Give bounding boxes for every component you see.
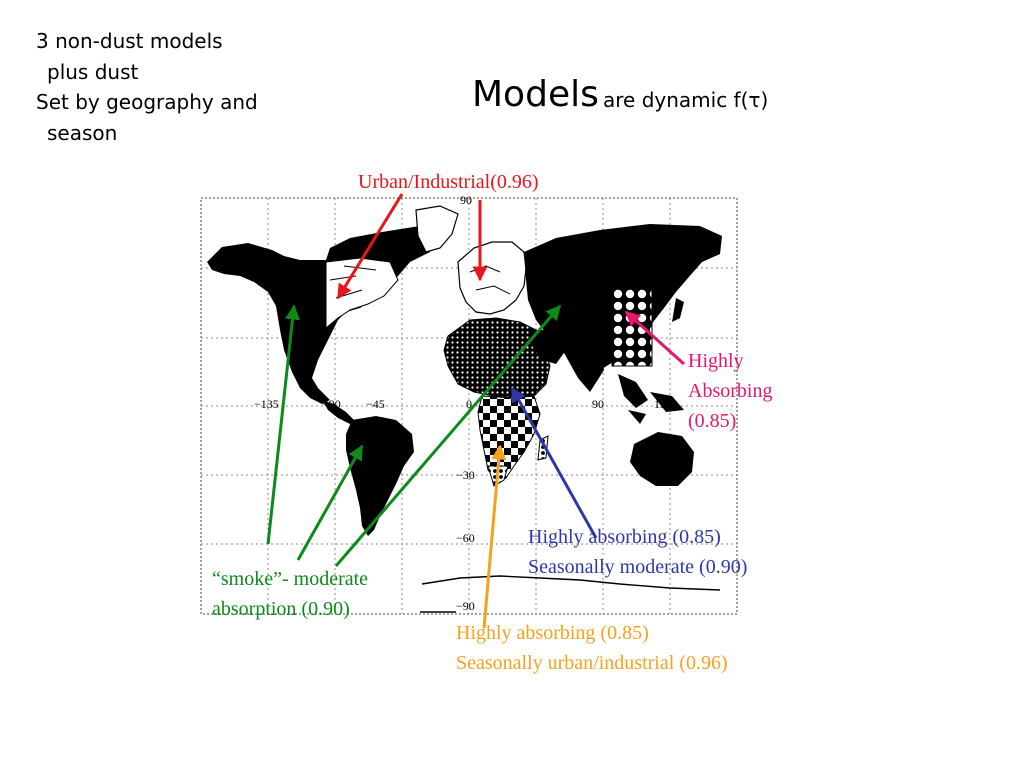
south-america xyxy=(346,416,414,536)
arrow-smoke-south-america xyxy=(296,444,364,561)
tick-lon-135: 135 xyxy=(654,397,672,411)
southeast-asia xyxy=(618,374,684,424)
notes-line-1: 3 non-dust models xyxy=(36,29,223,53)
antarctica xyxy=(421,575,721,591)
tick-lat-30s: −30 xyxy=(456,468,475,482)
tick-lon-m90: −90 xyxy=(322,397,341,411)
arrow-smoke-north-america xyxy=(266,304,300,545)
notes-line-3: Set by geography and xyxy=(36,90,258,114)
japan xyxy=(672,298,684,322)
madagascar xyxy=(537,435,549,461)
arrow-africa-south xyxy=(482,444,507,629)
label-highly-absorbing-east-l2: Absorbing xyxy=(688,380,772,402)
notes-line-2: plus dust xyxy=(47,59,139,84)
europe xyxy=(457,241,527,315)
greenland xyxy=(415,205,459,253)
continents xyxy=(207,205,722,613)
label-smoke-l2: absorption (0.90) xyxy=(212,598,350,620)
east-asia-absorbing-region xyxy=(611,285,653,367)
label-africa-north-l1: Highly absorbing (0.85) xyxy=(528,526,721,548)
central-america xyxy=(322,400,354,424)
label-smoke-l1: “smoke”- moderate xyxy=(212,568,368,590)
map-tick-labels: 90 −135 −90 −45 0 90 135 −30 −60 −90 xyxy=(254,193,672,613)
label-highly-absorbing-east-l1: Highly xyxy=(688,350,744,372)
africa-north xyxy=(443,317,551,401)
tick-lon-m45: −45 xyxy=(366,397,385,411)
tick-lat-60s: −60 xyxy=(456,531,475,545)
label-africa-north-l2: Seasonally moderate (0.90) xyxy=(528,556,747,578)
arrow-smoke-asia xyxy=(334,304,562,567)
tick-lon-m135: −135 xyxy=(254,397,279,411)
arrows xyxy=(266,193,686,629)
label-africa-south-l1: Highly absorbing (0.85) xyxy=(456,622,649,644)
model-notes: 3 non-dust models plus dust Set by geogr… xyxy=(36,26,258,148)
india xyxy=(560,346,604,392)
arrow-urban-to-north-america xyxy=(336,193,404,300)
africa-south xyxy=(477,395,541,483)
australia xyxy=(630,432,694,486)
tick-lat-90s: −90 xyxy=(456,599,475,613)
label-africa-south-l2: Seasonally urban/industrial (0.96) xyxy=(456,652,728,674)
label-urban-industrial: Urban/Industrial(0.96) xyxy=(358,171,539,193)
tick-lat-90n: 90 xyxy=(460,193,472,207)
tick-lon-0: 0 xyxy=(466,397,472,411)
tick-lon-90: 90 xyxy=(592,397,604,411)
north-america-urban-patch xyxy=(325,257,399,330)
label-highly-absorbing-east-l3: (0.85) xyxy=(688,410,736,432)
arrow-absorbing-east-asia xyxy=(624,310,686,366)
notes-line-4: season xyxy=(47,120,118,145)
slide-title: Models xyxy=(472,74,599,115)
slide-subtitle: are dynamic f(τ) xyxy=(603,88,769,112)
arrow-africa-north xyxy=(510,386,598,539)
